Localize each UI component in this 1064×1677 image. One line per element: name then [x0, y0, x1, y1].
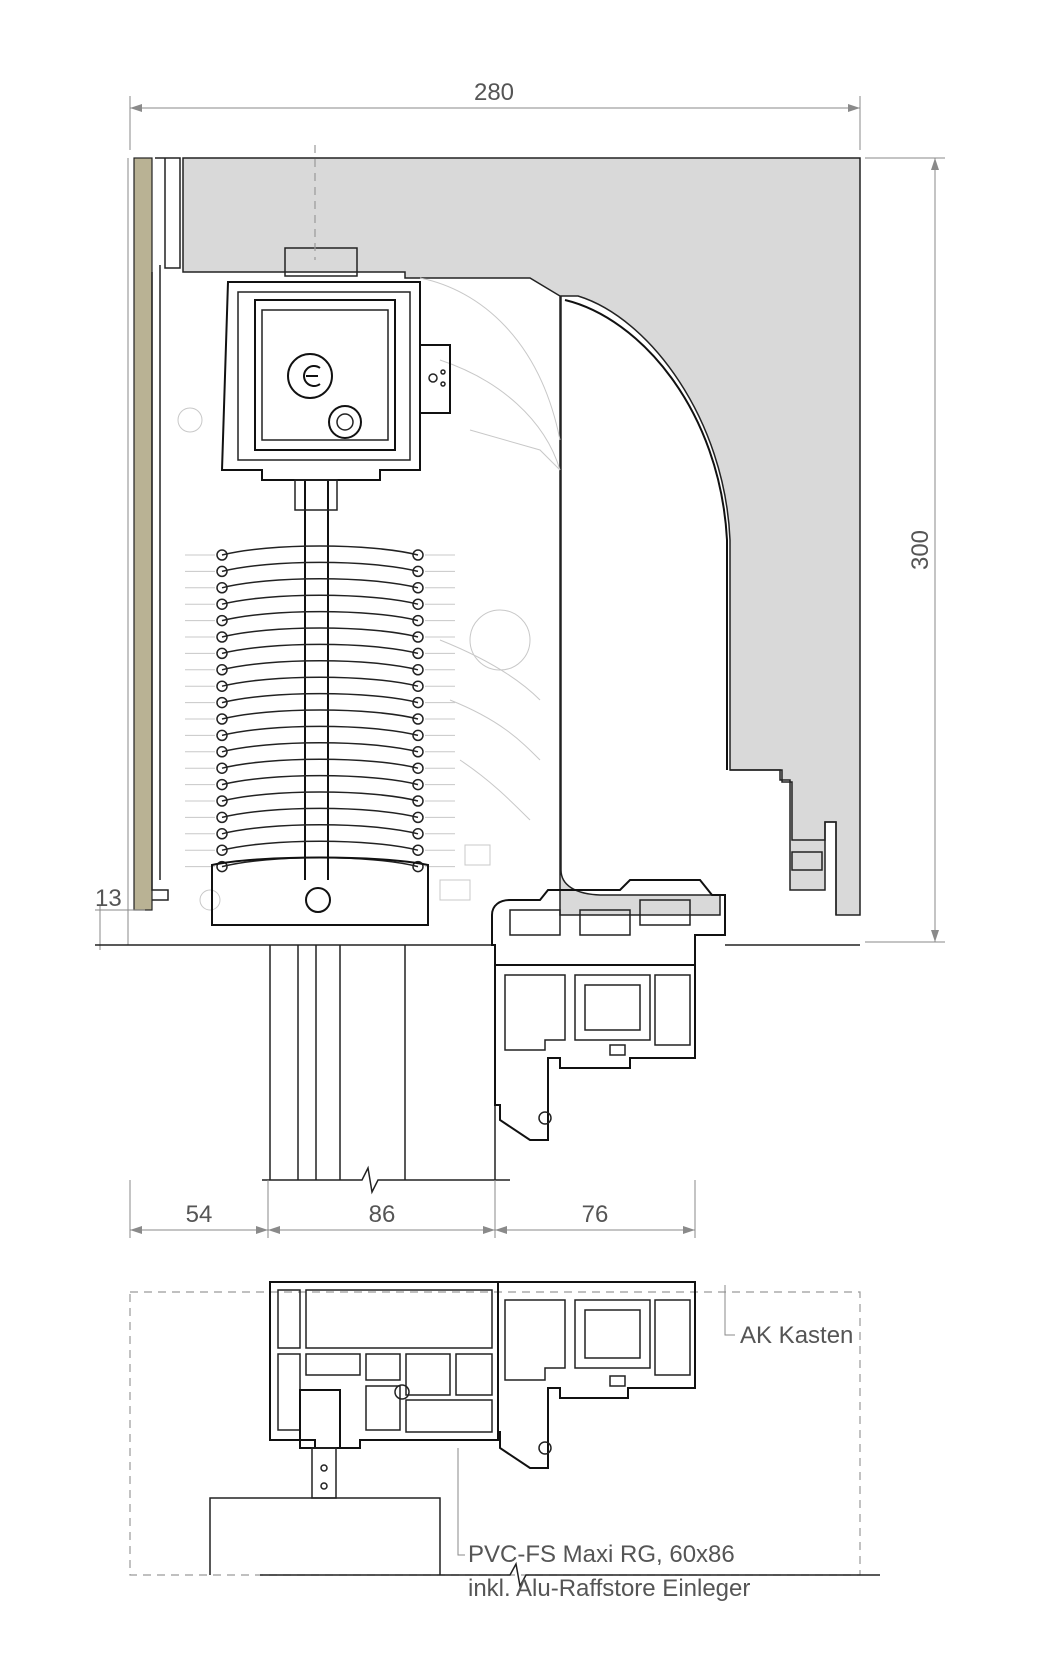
box-channel-slot [791, 851, 823, 871]
slat-end-left [216, 565, 228, 578]
slat-end-right [412, 696, 424, 709]
slat-end-left [216, 598, 228, 610]
slat-end-right [412, 647, 424, 660]
profile-label-line1: PVC-FS Maxi RG, 60x86 [468, 1541, 735, 1568]
slat [221, 594, 419, 605]
slat [221, 561, 419, 573]
box-inner-curve [564, 299, 728, 770]
slat-end-right [412, 746, 424, 758]
slat [221, 725, 419, 737]
insulation-strip [127, 157, 181, 945]
slat-end-left [216, 811, 228, 824]
slat [221, 791, 419, 802]
slat-package [185, 545, 455, 873]
slat-end-right [412, 565, 424, 578]
slat-end-left [216, 696, 228, 709]
slat-end-left [216, 778, 228, 791]
slat-end-right [412, 614, 424, 627]
slat-end-right [412, 778, 424, 791]
slat [221, 742, 419, 753]
wall-section [262, 945, 510, 1195]
sill-detail [129, 1281, 880, 1589]
box-channel [730, 769, 837, 915]
slat-end-right [412, 795, 424, 807]
slat [221, 824, 419, 835]
slat-end-right [412, 762, 424, 774]
slat-end-left [216, 746, 228, 758]
bottom-rail [211, 856, 429, 926]
slat-end-right [412, 844, 424, 856]
box-label: AK Kasten [740, 1322, 853, 1349]
slat [221, 774, 419, 786]
dimension-bottom-right: 76 [582, 1201, 609, 1228]
slat [221, 660, 419, 671]
slat-end-right [412, 664, 424, 676]
slat-end-left [216, 860, 228, 873]
dimension-width: 280 [129, 79, 861, 150]
slat-end-right [412, 582, 424, 594]
dimension-bottom-left: 54 [186, 1201, 213, 1228]
ghost-gearing [177, 277, 561, 911]
slat [221, 840, 419, 851]
slat [221, 610, 419, 622]
slat-end-left [216, 828, 228, 840]
slat-end-left [216, 549, 228, 561]
slat [221, 692, 419, 704]
slat-end-left [216, 614, 228, 627]
slat-end-right [412, 680, 424, 692]
slat [221, 545, 419, 556]
slat-end-left [216, 582, 228, 594]
dimension-height: 300 [865, 157, 945, 943]
slat [221, 709, 419, 720]
slat-end-left [216, 680, 228, 692]
slat-end-left [216, 844, 228, 856]
slat-end-right [412, 828, 424, 840]
slat-end-right [412, 631, 424, 643]
slat [221, 643, 419, 655]
slat-end-left [216, 647, 228, 660]
dimension-bottom-middle: 86 [369, 1201, 396, 1228]
dimension-height-label: 300 [907, 530, 934, 570]
slat [221, 627, 419, 638]
slat-end-right [412, 860, 424, 873]
slat [221, 676, 419, 687]
slat-end-right [412, 713, 424, 725]
dimension-bottom: 54 86 76 [129, 1180, 696, 1238]
slat-end-right [412, 811, 424, 824]
slat-end-right [412, 598, 424, 610]
dimension-left-offset-label: 13 [95, 885, 122, 912]
slat-end-left [216, 631, 228, 643]
window-profile-top [491, 879, 726, 1141]
slat-end-left [216, 795, 228, 807]
profile-label-line2: inkl. Alu-Raffstore Einleger [468, 1575, 750, 1602]
slat-end-right [412, 549, 424, 561]
slat-end-right [412, 729, 424, 742]
dimension-width-label: 280 [474, 79, 514, 106]
slat [221, 758, 419, 769]
slat [221, 807, 419, 819]
slat-end-left [216, 762, 228, 774]
slat-end-left [216, 664, 228, 676]
slat-end-left [216, 713, 228, 725]
slat [221, 578, 419, 589]
slat-end-left [216, 729, 228, 742]
